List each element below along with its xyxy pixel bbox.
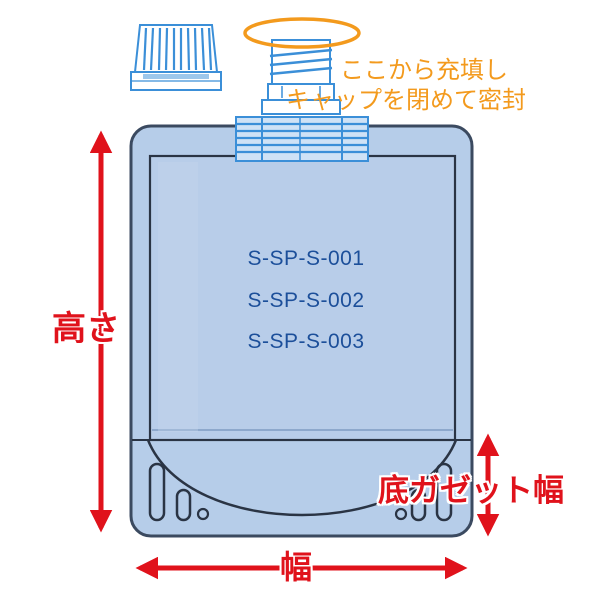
spout-icon <box>235 39 369 162</box>
cap-icon <box>130 24 222 91</box>
pouch-icon <box>129 124 474 538</box>
gusset-width-label: 底ガゼット幅 <box>378 473 564 509</box>
fill-ring-icon <box>243 17 361 49</box>
fill-here-note: ここから充填し <box>340 56 508 84</box>
width-label: 幅 <box>280 548 313 586</box>
product-code: S-SP-S-002 <box>247 289 365 312</box>
cap-seal-note: キャップを閉めて密封 <box>286 86 526 114</box>
product-code: S-SP-S-001 <box>247 247 365 270</box>
product-code: S-SP-S-003 <box>247 330 365 353</box>
height-label: 高さ <box>52 309 120 349</box>
